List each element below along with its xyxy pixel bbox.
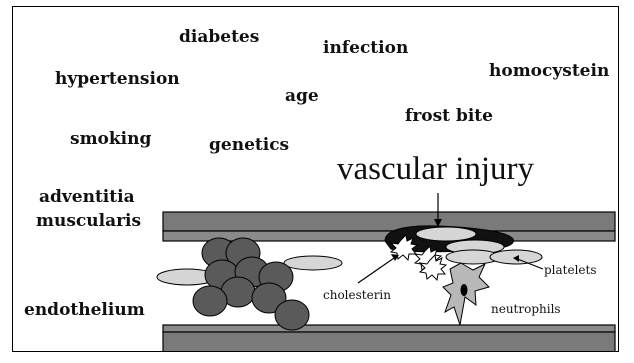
vascular-injury-label: vascular injury <box>337 153 534 186</box>
cell-label-cholesterin: cholesterin <box>323 289 391 301</box>
risk-factor-hypertension: hypertension <box>55 71 180 88</box>
red-blood-cell <box>275 300 309 330</box>
risk-factor-genetics: genetics <box>209 137 289 154</box>
layer-label-muscularis: muscularis <box>36 213 141 230</box>
lower-vessel-wall-outer <box>163 332 615 352</box>
upper-vessel-wall-outer <box>163 212 615 231</box>
arrow-cholesterin <box>358 256 397 283</box>
layer-label-adventitia: adventitia <box>39 189 135 206</box>
diagram-frame: diabetes infection hypertension age homo… <box>12 6 619 352</box>
risk-factor-frost-bite: frost bite <box>405 108 493 125</box>
cell-label-platelets: platelets <box>544 264 597 276</box>
risk-factor-diabetes: diabetes <box>179 29 259 46</box>
platelet <box>284 256 342 270</box>
lower-vessel-wall-inner <box>163 325 615 332</box>
platelet <box>416 227 476 241</box>
risk-factor-infection: infection <box>323 40 408 57</box>
layer-label-endothelium: endothelium <box>24 302 145 319</box>
neutrophil-nucleus <box>461 284 468 296</box>
risk-factor-homocystein: homocystein <box>489 63 609 80</box>
cell-label-neutrophils: neutrophils <box>491 303 561 315</box>
red-blood-cell <box>193 286 227 316</box>
risk-factor-age: age <box>285 88 319 105</box>
risk-factor-smoking: smoking <box>70 131 151 148</box>
